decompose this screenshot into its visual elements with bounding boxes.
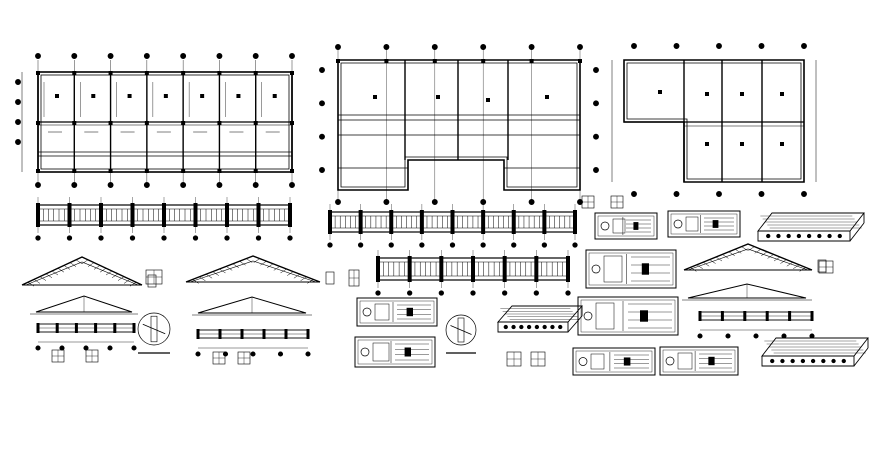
mini-block-2	[610, 195, 624, 209]
detail-panel-4	[577, 296, 679, 336]
detail-panel-5	[356, 297, 438, 327]
mini-block-4	[348, 269, 360, 287]
roof-truss-left	[21, 256, 157, 288]
floor-plan-middle	[319, 44, 599, 205]
mini-block-1	[581, 195, 595, 209]
beam-rail-middle	[195, 329, 311, 357]
gable-middle	[192, 296, 312, 316]
mini-block-10	[212, 351, 226, 365]
detail-panel-3	[585, 249, 677, 289]
elevation-strip-left	[35, 197, 293, 241]
gable-left	[30, 295, 138, 315]
elevation-strip-middle	[327, 204, 578, 248]
gable-right	[682, 283, 812, 301]
detail-panel-2	[667, 210, 741, 238]
beam-rail-left	[35, 323, 137, 351]
isometric-slab-top	[757, 212, 865, 242]
mini-block-8	[51, 349, 65, 363]
detail-circle-left	[137, 312, 171, 354]
mini-block-3	[145, 269, 163, 285]
floor-plan-left	[15, 53, 295, 188]
detail-panel-7	[572, 347, 656, 376]
detail-circle-middle	[445, 314, 477, 354]
floor-plan-right	[611, 43, 817, 197]
mini-block-7	[530, 351, 546, 367]
roof-truss-right	[683, 243, 827, 273]
mini-block-5	[818, 260, 834, 274]
roof-truss-middle	[185, 255, 335, 285]
isometric-slab-middle	[497, 305, 583, 333]
mini-block-6	[506, 351, 522, 367]
elevation-strip-lower	[375, 250, 571, 296]
detail-panel-1	[594, 212, 658, 240]
mini-block-11	[237, 351, 251, 365]
isometric-slab-bottom	[761, 337, 869, 367]
detail-panel-8	[659, 346, 739, 376]
detail-panel-6	[354, 336, 436, 368]
beam-rail-right	[697, 311, 815, 339]
mini-block-9	[85, 349, 99, 363]
